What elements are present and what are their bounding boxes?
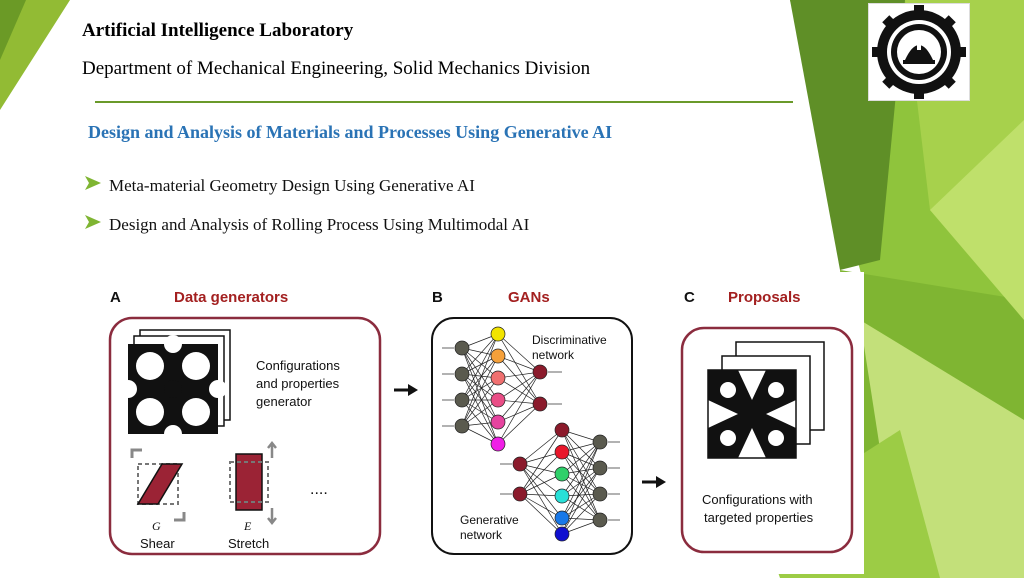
panel-c-desc-line: targeted properties xyxy=(704,510,814,525)
bullet-arrow-icon xyxy=(85,215,101,229)
stretch-symbol: E xyxy=(243,519,252,533)
lab-title: Artificial Intelligence Laboratory xyxy=(82,20,354,41)
shear-diagram xyxy=(130,448,186,522)
header-divider xyxy=(95,101,793,103)
panel-b-frame xyxy=(431,317,633,555)
panel-a-desc-line: Configurations xyxy=(256,358,340,373)
panel-c-title: Proposals xyxy=(728,289,801,306)
flow-arrow-icon xyxy=(642,476,666,488)
generative-network xyxy=(500,422,620,542)
generative-label: Generative xyxy=(460,513,519,527)
stretch-diagram xyxy=(229,440,277,526)
shear-label: Shear xyxy=(140,536,175,551)
bullet-item: Design and Analysis of Rolling Process U… xyxy=(109,215,530,234)
stretch-label: Stretch xyxy=(228,536,269,551)
gan-figure: A Data generators Configurations and pro… xyxy=(88,272,864,574)
panel-a-letter: A xyxy=(110,289,121,306)
panel-a-title: Data generators xyxy=(174,289,288,306)
proposal-stack xyxy=(707,341,825,459)
panel-c-frame xyxy=(680,326,854,554)
shear-symbol: G xyxy=(152,519,161,533)
panel-b-letter: B xyxy=(432,289,443,306)
flow-arrow-icon xyxy=(394,384,418,396)
discriminative-label: network xyxy=(532,348,575,362)
department-subtitle: Department of Mechanical Engineering, So… xyxy=(82,58,591,79)
university-seal-icon xyxy=(872,5,966,99)
bullet-arrow-icon xyxy=(85,176,101,190)
panel-a-frame xyxy=(108,316,382,556)
generative-label: network xyxy=(460,528,503,542)
panel-c-desc-line: Configurations with xyxy=(702,492,813,507)
panel-b-title: GANs xyxy=(508,289,550,306)
configuration-stack xyxy=(119,329,231,443)
panel-c-letter: C xyxy=(684,289,695,306)
university-logo xyxy=(868,3,970,101)
bullet-item: Meta-material Geometry Design Using Gene… xyxy=(109,176,475,195)
panel-a-desc-line: generator xyxy=(256,394,312,409)
section-topic: Design and Analysis of Materials and Pro… xyxy=(88,122,613,142)
discriminative-label: Discriminative xyxy=(532,333,607,347)
panel-a-desc-line: and properties xyxy=(256,376,340,391)
more-ellipsis: .... xyxy=(310,481,328,498)
discriminative-network xyxy=(442,326,562,452)
